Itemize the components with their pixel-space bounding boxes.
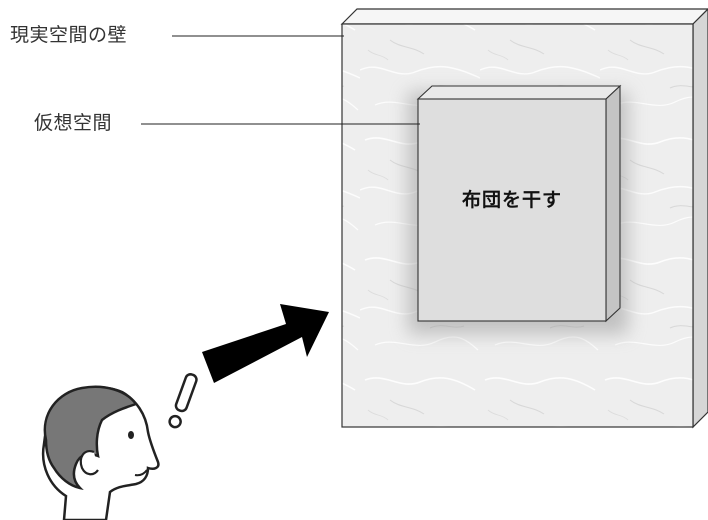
person-eye <box>128 431 134 439</box>
exclamation-icon <box>168 373 198 429</box>
virtual-panel <box>408 84 628 334</box>
virtual-panel-face <box>417 98 607 322</box>
real-wall-top <box>340 8 708 25</box>
real-wall-label: 現実空間の壁 <box>10 24 128 46</box>
virtual-panel-top <box>416 85 622 100</box>
virtual-space-label: 仮想空間 <box>34 112 113 134</box>
virtual-panel-side <box>605 84 621 323</box>
real-wall-side <box>692 8 708 429</box>
person-ear <box>79 450 99 476</box>
person-with-exclamation-icon <box>41 385 160 520</box>
person-mouth <box>134 469 148 477</box>
person-hair <box>43 385 139 491</box>
bold-arrow-icon <box>202 304 329 383</box>
virtual-panel-text: 布団を干す <box>461 189 562 211</box>
